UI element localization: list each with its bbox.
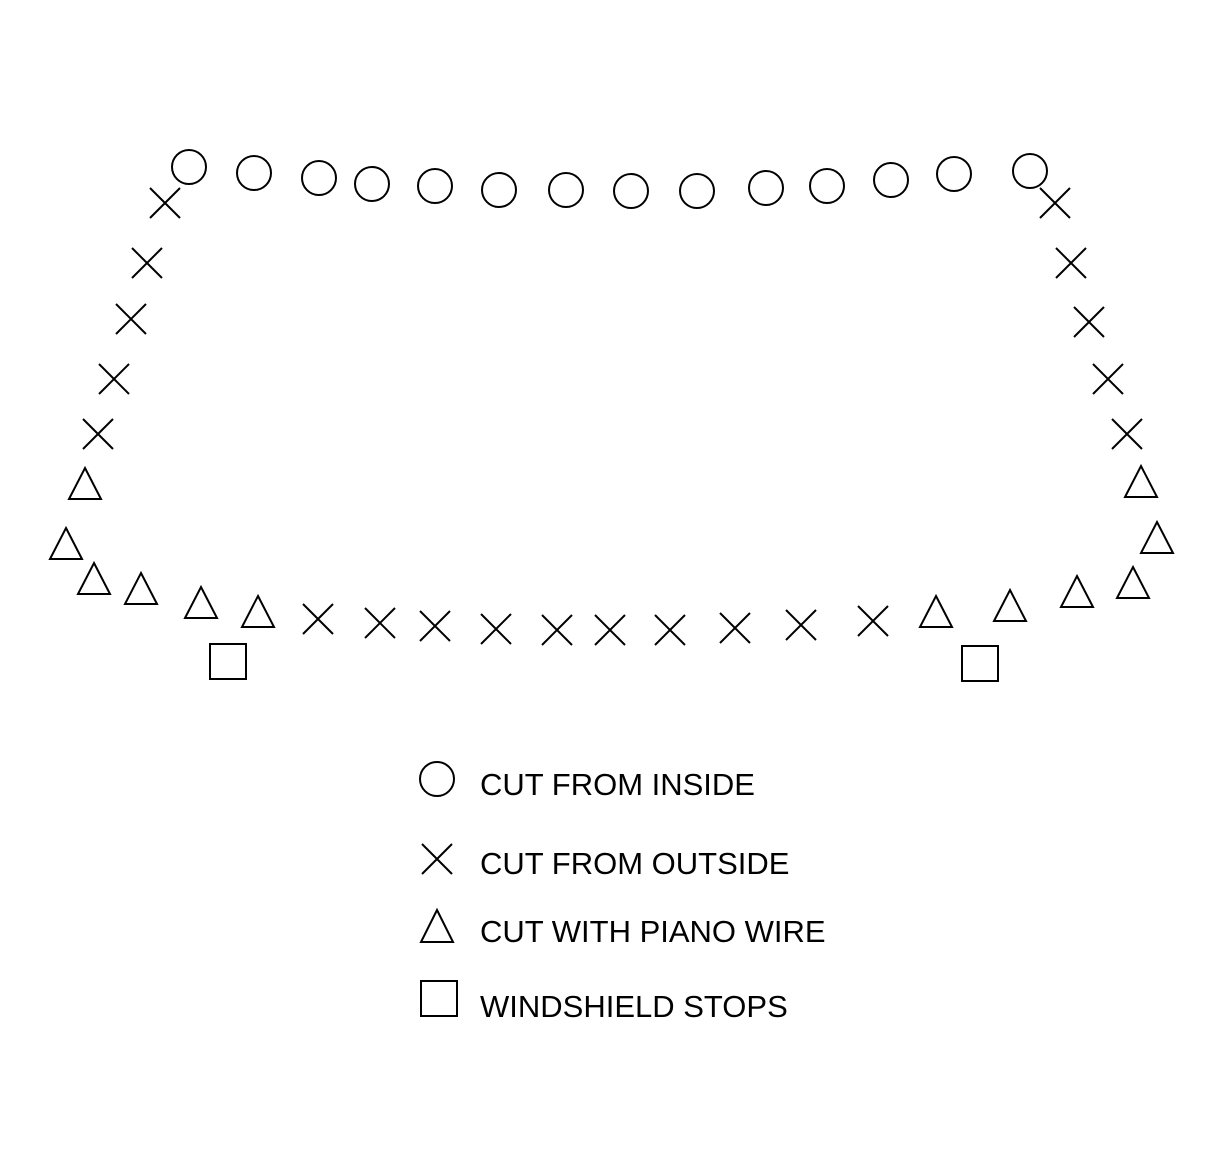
cut-with-piano-wire-triangle-icon [240, 593, 276, 628]
cut-from-outside-cross-icon [1039, 187, 1071, 219]
cut-from-inside-circle-icon [873, 162, 909, 198]
legend-label-cut-from-inside: CUT FROM INSIDE [480, 767, 755, 802]
cut-from-inside-circle-icon [936, 156, 972, 192]
legend-circle-icon [419, 761, 455, 797]
cut-with-piano-wire-triangle-icon [123, 570, 159, 605]
cut-with-piano-wire-triangle-icon [67, 465, 103, 500]
legend-label-cut-from-outside: CUT FROM OUTSIDE [480, 846, 789, 881]
cut-from-inside-circle-icon [417, 168, 453, 204]
cut-from-outside-cross-icon [115, 303, 147, 335]
cut-from-outside-cross-icon [364, 607, 396, 639]
cut-from-inside-circle-icon [613, 173, 649, 209]
legend-item-windshield-stops: WINDSHIELD STOPS [420, 980, 788, 1024]
cut-with-piano-wire-triangle-icon [1123, 463, 1159, 498]
cut-from-outside-cross-icon [1055, 247, 1087, 279]
cut-from-inside-circle-icon [171, 149, 207, 185]
cut-from-inside-circle-icon [481, 172, 517, 208]
cut-with-piano-wire-triangle-icon [918, 593, 954, 628]
cut-from-outside-cross-icon [1073, 306, 1105, 338]
cut-from-inside-circle-icon [748, 170, 784, 206]
cut-from-inside-circle-icon [1012, 153, 1048, 189]
windshield-stop-square-icon [961, 645, 999, 682]
cut-from-outside-cross-icon [654, 614, 686, 646]
cut-from-outside-cross-icon [82, 418, 114, 450]
cut-from-inside-circle-icon [548, 172, 584, 208]
cut-from-inside-circle-icon [809, 168, 845, 204]
cut-from-outside-cross-icon [785, 609, 817, 641]
cut-from-outside-cross-icon [302, 603, 334, 635]
cut-from-outside-cross-icon [541, 614, 573, 646]
cut-from-outside-cross-icon [131, 247, 163, 279]
legend-label-windshield-stops: WINDSHIELD STOPS [480, 989, 788, 1024]
cut-from-inside-circle-icon [301, 160, 337, 196]
cut-with-piano-wire-triangle-icon [1139, 519, 1175, 554]
cut-from-outside-cross-icon [857, 605, 889, 637]
legend-item-cut-with-piano-wire: CUT WITH PIANO WIRE [419, 907, 826, 949]
cut-from-inside-circle-icon [679, 173, 715, 209]
legend-item-cut-from-outside: CUT FROM OUTSIDE [421, 843, 789, 881]
cut-from-outside-cross-icon [98, 363, 130, 395]
cut-from-outside-cross-icon [149, 187, 181, 219]
legend: CUT FROM INSIDE CUT FROM OUTSIDE CUT WIT… [419, 761, 826, 1024]
legend-triangle-icon [419, 907, 455, 943]
windshield-outline-marks [48, 149, 1175, 682]
cut-from-inside-circle-icon [236, 155, 272, 191]
cut-from-outside-cross-icon [594, 614, 626, 646]
cut-from-outside-cross-icon [1111, 418, 1143, 450]
cut-with-piano-wire-triangle-icon [1059, 573, 1095, 608]
cut-from-outside-cross-icon [419, 610, 451, 642]
legend-cross-icon [421, 843, 453, 875]
cut-from-outside-cross-icon [1092, 363, 1124, 395]
legend-item-cut-from-inside: CUT FROM INSIDE [419, 761, 755, 802]
cut-from-inside-circle-icon [354, 166, 390, 202]
windshield-stop-square-icon [209, 643, 247, 680]
cut-from-outside-cross-icon [480, 613, 512, 645]
cut-with-piano-wire-triangle-icon [48, 525, 84, 560]
legend-square-icon [420, 980, 458, 1017]
cut-from-outside-cross-icon [719, 612, 751, 644]
legend-label-cut-with-piano-wire: CUT WITH PIANO WIRE [480, 914, 826, 949]
cut-with-piano-wire-triangle-icon [992, 587, 1028, 622]
cut-with-piano-wire-triangle-icon [76, 560, 112, 595]
cut-with-piano-wire-triangle-icon [1115, 564, 1151, 599]
cut-with-piano-wire-triangle-icon [183, 584, 219, 619]
